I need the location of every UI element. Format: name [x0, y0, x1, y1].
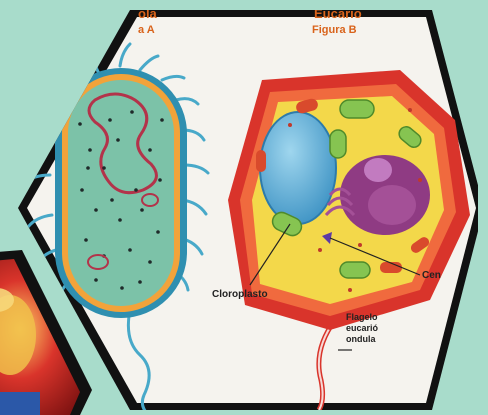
centriolo-label: Cen — [422, 270, 441, 281]
flagelo-label-3: ondula — [346, 334, 376, 344]
cloroplasto-label: Cloroplasto — [212, 289, 268, 300]
flagelo-label-1: Flagelo — [346, 312, 378, 322]
figure-b-subtitle: Figura B — [312, 24, 357, 36]
figure-a-title: ola — [138, 6, 158, 21]
figure-a-subtitle: a A — [138, 24, 155, 36]
flagelo-label-2: eucarió — [346, 323, 379, 333]
right-edge-strip — [478, 0, 488, 415]
figure-b-title: Eucario — [314, 6, 362, 21]
